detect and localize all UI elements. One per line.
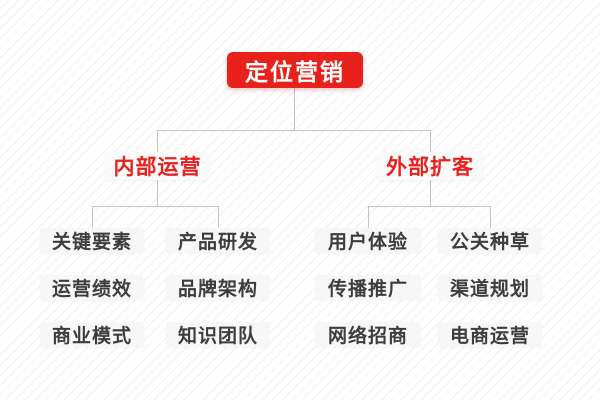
branch-node-external-expansion: 外部扩客: [377, 152, 483, 180]
root-node: 定位营销: [227, 52, 363, 88]
connector-line: [218, 206, 219, 228]
leaf-node: 关键要素: [40, 228, 144, 253]
connector-line: [430, 180, 431, 206]
connector-line: [294, 88, 295, 130]
connector-line: [430, 130, 431, 152]
connector-line: [157, 130, 431, 131]
connector-line: [368, 206, 369, 228]
leaf-node: 产品研发: [166, 228, 270, 253]
leaf-node: 电商运营: [438, 322, 542, 347]
leaf-node: 运营绩效: [40, 275, 144, 300]
connector-line: [368, 206, 491, 207]
leaf-node: 知识团队: [166, 322, 270, 347]
leaf-node: 渠道规划: [438, 275, 542, 300]
leaf-node: 商业模式: [40, 322, 144, 347]
branch-node-internal-operations: 内部运营: [105, 152, 210, 180]
connector-line: [157, 180, 158, 206]
connector-line: [92, 206, 219, 207]
leaf-node: 网络招商: [315, 322, 421, 347]
leaf-node: 品牌架构: [166, 275, 270, 300]
connector-line: [92, 206, 93, 228]
leaf-node: 用户体验: [315, 228, 421, 253]
connector-line: [490, 206, 491, 228]
leaf-node: 公关种草: [438, 228, 542, 253]
leaf-node: 传播推广: [315, 275, 421, 300]
connector-line: [157, 130, 158, 152]
